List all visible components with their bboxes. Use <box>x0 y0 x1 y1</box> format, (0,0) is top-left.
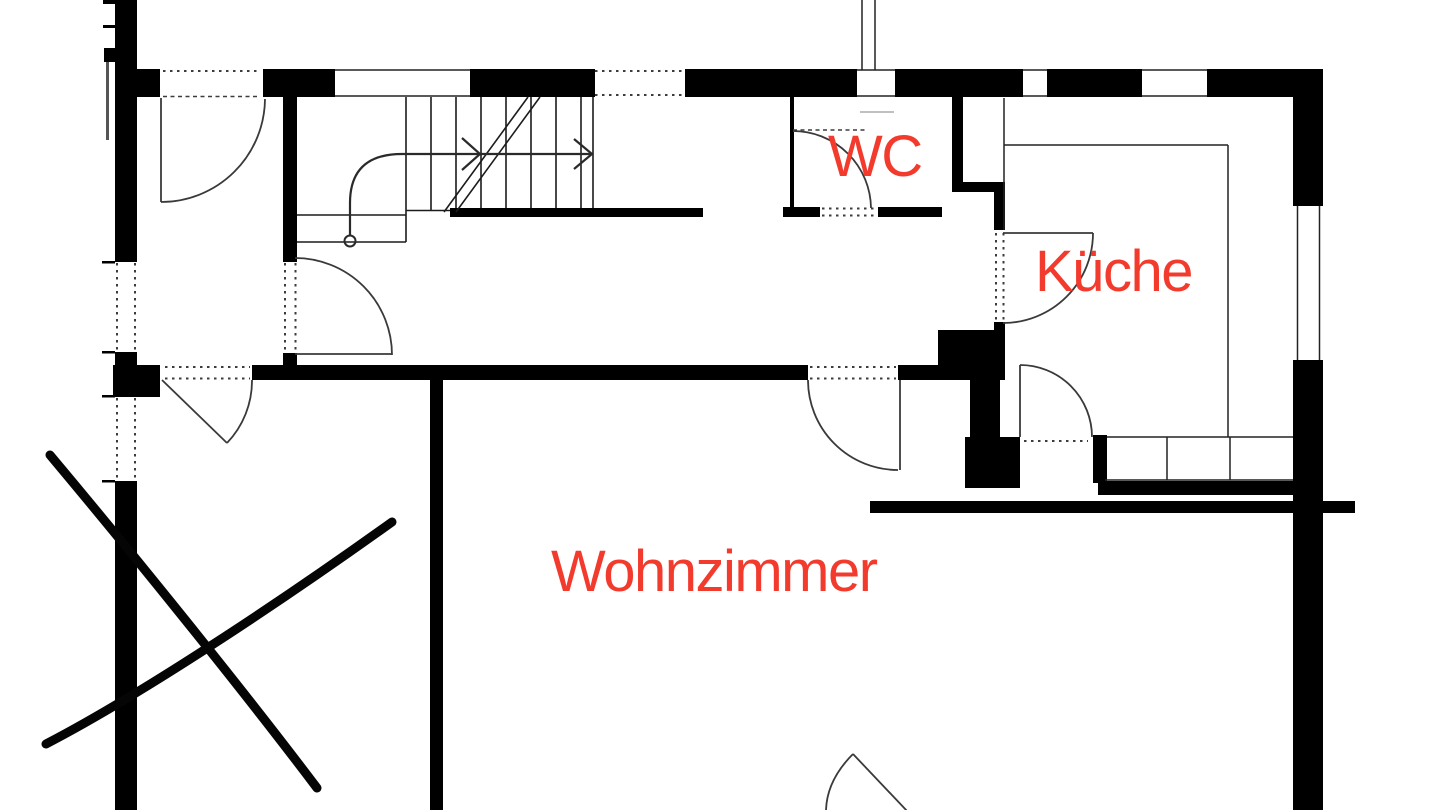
window-top-1 <box>335 69 470 97</box>
downpipe-line <box>106 62 109 140</box>
door-opening-dashes <box>165 366 250 380</box>
wall-tick <box>102 480 115 483</box>
wall-tick <box>103 25 117 28</box>
wc-wall-jog <box>952 182 1005 192</box>
wall-tick <box>102 261 115 264</box>
window-top-3 <box>1023 69 1047 97</box>
kitchen-fixtures <box>1003 98 1293 481</box>
cross-stroke-1 <box>45 450 322 793</box>
top-wall-segment <box>1047 69 1142 97</box>
stair-arrow-head <box>461 137 482 171</box>
right-wall-segment <box>1293 69 1323 206</box>
wc-south-wall <box>783 207 820 217</box>
left-wall-segment <box>115 481 137 810</box>
dotted-wall-section <box>595 70 685 96</box>
door-opening-dashes <box>810 366 896 380</box>
stair-direction-line <box>348 152 591 236</box>
wall-block <box>965 437 1020 488</box>
stairs <box>297 96 703 248</box>
wall-tick <box>103 0 117 4</box>
hall-door-arc <box>294 257 393 356</box>
wall-block <box>1093 435 1107 483</box>
left-window-2 <box>116 398 136 480</box>
wc-label: WC <box>828 124 922 189</box>
window-top-2 <box>857 69 895 97</box>
living-room-wall <box>430 378 443 810</box>
wall-tick <box>102 351 115 354</box>
top-wall-segment <box>685 69 857 97</box>
cross-out-mark <box>41 450 397 793</box>
window-jamb-lines <box>861 0 876 70</box>
entrance-door-arc <box>160 98 266 203</box>
kitchen-west-wall <box>994 192 1005 230</box>
stair-arrow-head <box>573 138 594 170</box>
right-window <box>1296 206 1321 360</box>
wall-block <box>938 330 1005 380</box>
corridor-wall <box>252 365 808 380</box>
kitchen-south-wall <box>1098 481 1294 495</box>
wall-block <box>970 380 1000 437</box>
stair-landing-edge <box>450 208 703 217</box>
wc-door-opening <box>822 207 876 217</box>
stair-edges <box>405 97 594 242</box>
kitchen-door2-arc <box>1019 364 1093 438</box>
left-window-1 <box>116 263 136 351</box>
corridor-wall <box>898 365 940 380</box>
kitchen-label: Küche <box>1035 239 1192 304</box>
room-door-arc <box>226 379 253 444</box>
room-door-leaf <box>161 379 228 444</box>
doors <box>160 98 1094 810</box>
hall-door-opening <box>284 263 297 352</box>
bottom-door-arc <box>825 753 854 810</box>
interior-walls <box>165 97 1355 810</box>
wall-stub <box>104 48 117 62</box>
top-wall-segment <box>895 69 1023 97</box>
top-wall-segment <box>470 69 595 97</box>
wc-south-wall <box>878 207 942 217</box>
cross-stroke-2 <box>41 517 397 749</box>
stair-newel-circle <box>343 234 357 248</box>
bottom-door-leaf <box>852 753 908 810</box>
hall-wall <box>283 97 297 262</box>
wall-tick <box>102 395 115 398</box>
room-labels: WC Küche Wohnzimmer <box>551 124 1193 604</box>
wc-east-wall <box>952 97 963 183</box>
stair-landing-lines <box>297 214 406 243</box>
top-wall-segment <box>263 69 335 97</box>
windows <box>116 0 1321 480</box>
left-wall-corner-block <box>113 365 160 397</box>
kitchen-door-opening <box>995 233 1005 320</box>
window-top-4 <box>1142 69 1207 97</box>
wc-west-wall <box>790 97 794 209</box>
wc-door-arc <box>792 130 872 209</box>
long-edge-line <box>870 501 1355 513</box>
kitchen-counter-dividers <box>1166 437 1231 480</box>
living-room-door-arc <box>807 379 899 471</box>
top-wall-segment <box>137 69 160 97</box>
kitchen-door-arc <box>1002 232 1094 324</box>
kitchen-west-wall <box>994 322 1005 332</box>
outer-walls <box>102 0 1323 810</box>
right-wall-segment <box>1293 360 1323 810</box>
left-wall-segment <box>115 0 137 262</box>
living-room-label: Wohnzimmer <box>551 539 878 604</box>
